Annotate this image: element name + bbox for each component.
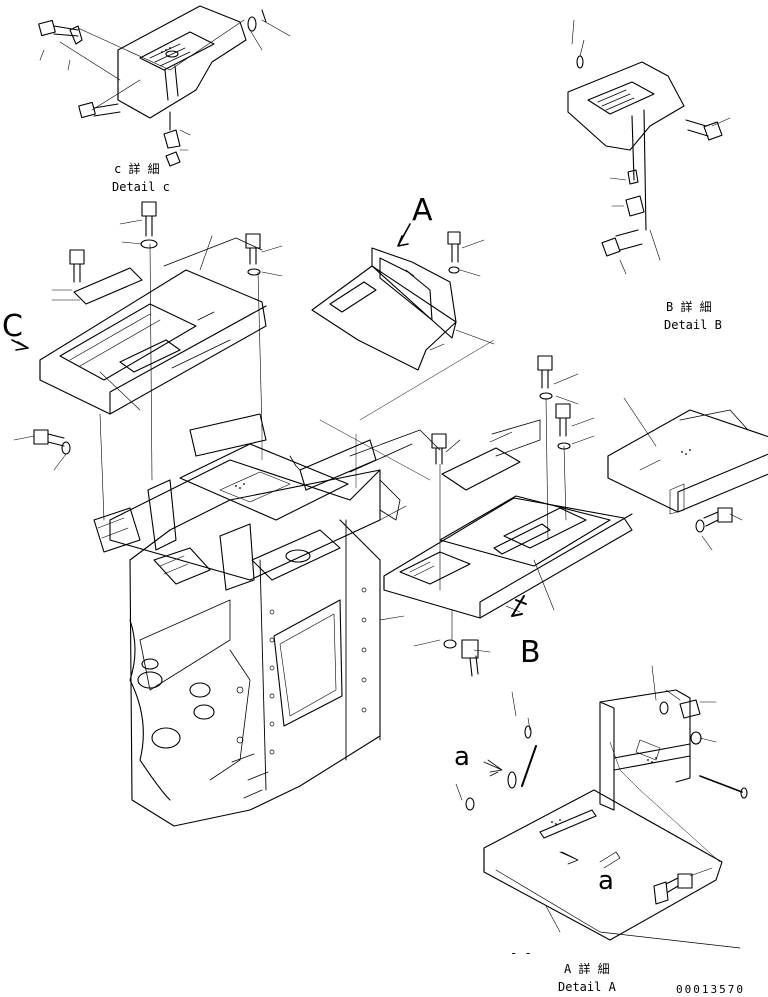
view-marker-a-left: a (454, 742, 470, 772)
bolt-side-box (703, 507, 733, 527)
bolt-b-top1 (537, 355, 553, 400)
detail-c-jp-label: c 詳 細 (114, 162, 160, 176)
view-marker-a-right: a (598, 866, 614, 896)
detail-b-en-label: Detail B (664, 318, 722, 332)
view-marker-B: B (520, 635, 541, 670)
bolt-c-top1 (140, 201, 158, 249)
main-frame-assembly (93, 413, 441, 827)
cover-a-assembly (311, 223, 495, 371)
stray-mark: - - (510, 946, 532, 960)
view-marker-C: C (2, 309, 23, 344)
detail-a-assembly (455, 665, 748, 949)
view-marker-A: A (412, 193, 433, 228)
bolt-c-side (33, 429, 71, 455)
bolt-b2 (601, 229, 643, 257)
bolt-b-top2 (555, 403, 571, 450)
cover-c-assembly (11, 201, 283, 521)
drawing-number: 00013570 (676, 983, 745, 996)
bolt-b-top3 (431, 433, 447, 465)
bolt-cover-a (447, 231, 461, 274)
bolt-c2 (78, 101, 121, 119)
bolt-c1 (38, 19, 79, 37)
detail-a-en-label: Detail A (558, 980, 616, 994)
detail-b-assembly (567, 19, 731, 275)
bolt-b1 (685, 119, 723, 141)
side-box-assembly (607, 397, 768, 551)
cover-b-assembly (383, 355, 633, 677)
bolt-b-bottom (443, 639, 479, 677)
detail-b-jp-label: B 詳 細 (666, 300, 712, 314)
detail-a-jp-label: A 詳 細 (564, 962, 610, 976)
bolt-c-top2 (69, 249, 85, 283)
bolt-a1 (665, 873, 693, 893)
bolt-c-top3 (245, 233, 261, 276)
detail-c-en-label: Detail c (112, 180, 170, 194)
detail-c-assembly (38, 5, 291, 167)
